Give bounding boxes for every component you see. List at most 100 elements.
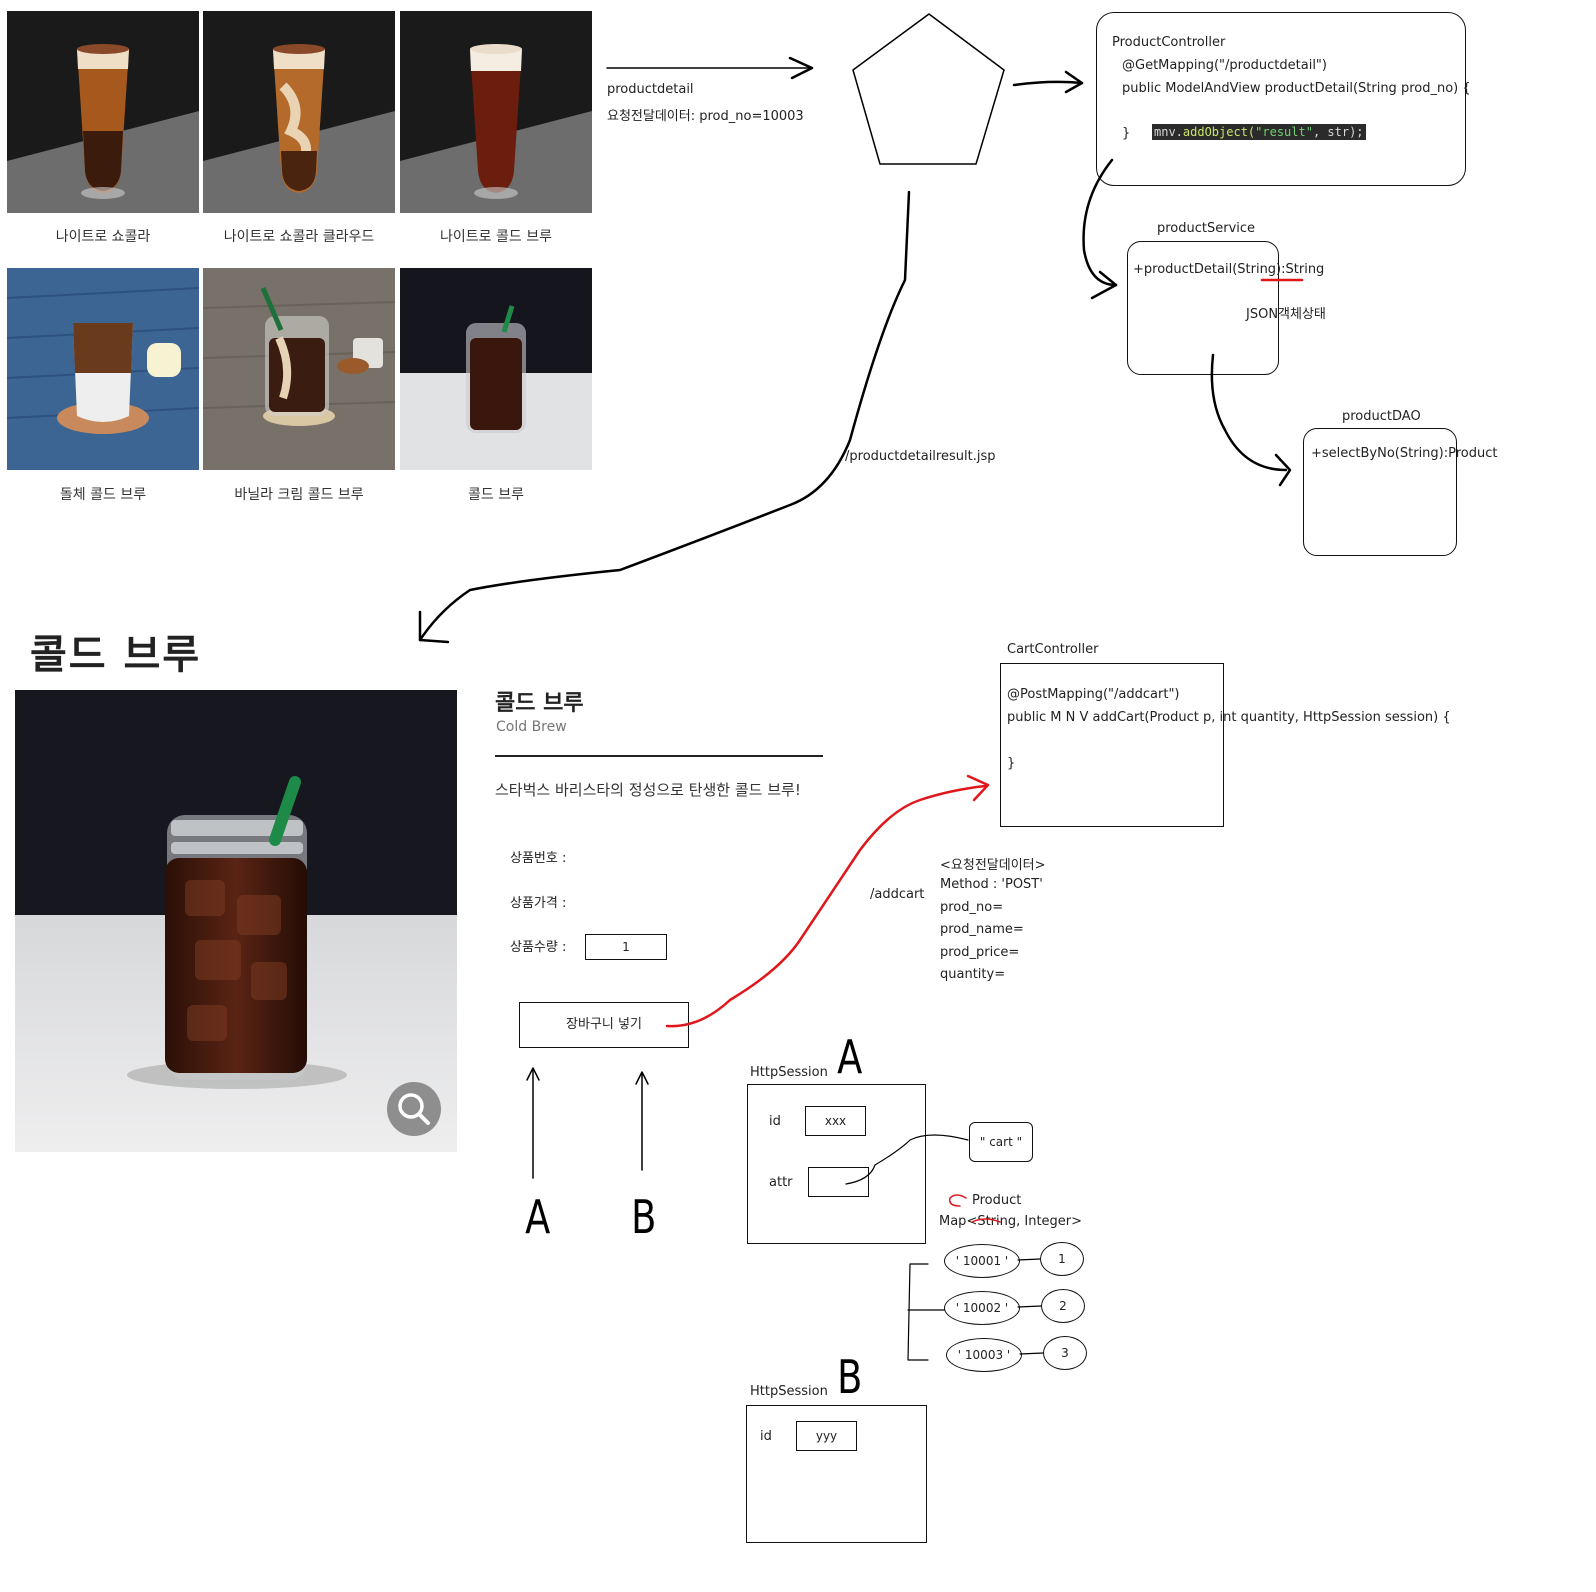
product-name-3[interactable]: 나이트로 콜드 브루 xyxy=(440,229,552,245)
client-a-letter: A xyxy=(525,1190,551,1244)
product-controller-signature: public ModelAndView productDetail(String… xyxy=(1122,81,1471,96)
service-method: +productDetail(String):String xyxy=(1133,262,1325,277)
code-fn: addObject( xyxy=(1182,125,1256,139)
map-type: Map<String, Integer> xyxy=(939,1214,1083,1229)
cart-controller-mapping: @PostMapping("/addcart") xyxy=(1007,687,1180,702)
map-key-3: ' 10003 ' xyxy=(946,1338,1022,1372)
cart-controller-box xyxy=(1000,663,1224,827)
quantity-input[interactable]: 1 xyxy=(585,934,667,960)
product-controller-name: ProductController xyxy=(1112,35,1226,50)
to-dao-arrowhead xyxy=(1274,453,1292,487)
session-a-id-label: id xyxy=(769,1114,781,1129)
add-object-code: mnv.addObject("result", str); xyxy=(1152,124,1366,140)
result-path: /productdetailresult.jsp xyxy=(845,449,996,464)
product-controller-close: } xyxy=(1122,126,1131,141)
product-red-mark xyxy=(948,1194,967,1207)
map-key-1: ' 10001 ' xyxy=(944,1244,1020,1278)
addcart-field-3: prod_price= xyxy=(940,945,1020,960)
dispatcher-pentagon xyxy=(852,13,1005,165)
addcart-method: Method : 'POST' xyxy=(940,877,1043,892)
to-view-arrowhead xyxy=(418,610,450,644)
addcart-path: /addcart xyxy=(870,887,925,902)
cart-controller-close: } xyxy=(1007,756,1016,771)
session-a-title: HttpSession xyxy=(750,1065,828,1080)
nitro-chocolate-cloud-image xyxy=(203,11,395,213)
code-obj: mnv. xyxy=(1154,125,1183,139)
product-name-2[interactable]: 나이트로 쇼콜라 클라우드 xyxy=(223,229,375,245)
to-service-arrowhead xyxy=(1090,270,1118,300)
product-main-image xyxy=(15,690,457,1152)
cold-brew-image xyxy=(400,268,592,470)
nitro-chocolate-image xyxy=(7,11,199,213)
request-arrowhead xyxy=(788,56,814,80)
price-label: 상품가격 : xyxy=(510,896,567,911)
product-controller-mapping: @GetMapping("/productdetail") xyxy=(1122,58,1327,73)
addcart-red-arrow xyxy=(665,784,987,1028)
dolce-cold-brew-image xyxy=(7,268,199,470)
map-value-1: 1 xyxy=(1040,1242,1084,1276)
product-controller-box xyxy=(1096,12,1466,186)
cart-controller-signature: public M N V addCart(Product p, int quan… xyxy=(1007,710,1451,725)
session-a-attr-label: attr xyxy=(769,1175,793,1190)
product-thumb-5[interactable] xyxy=(203,268,395,470)
addcart-field-2: prod_name= xyxy=(940,922,1024,937)
session-a-letter: A xyxy=(837,1030,863,1084)
page-title: 콜드 브루 xyxy=(30,632,202,678)
service-name: productService xyxy=(1157,221,1256,236)
product-description: 스타벅스 바리스타의 정성으로 탄생한 콜드 브루! xyxy=(495,781,801,799)
client-a-arrowhead xyxy=(526,1067,540,1081)
addcart-field-4: quantity= xyxy=(940,967,1006,982)
map-value-2: 2 xyxy=(1041,1289,1085,1323)
session-a-id-value: xxx xyxy=(805,1106,866,1136)
cart-controller-name: CartController xyxy=(1007,642,1099,657)
product-name-4[interactable]: 돌체 콜드 브루 xyxy=(59,487,147,503)
request-params: 요청전달데이터: prod_no=10003 xyxy=(607,109,804,124)
product-thumb-4[interactable] xyxy=(7,268,199,470)
client-b-arrowhead xyxy=(635,1071,649,1085)
title-divider xyxy=(495,755,823,757)
product-name-1[interactable]: 나이트로 쇼콜라 xyxy=(55,229,151,245)
cart-key-box: " cart " xyxy=(969,1122,1033,1162)
map-bracket xyxy=(907,1263,945,1361)
nitro-cold-brew-image xyxy=(400,11,592,213)
product-title: 콜드 브루 xyxy=(495,691,584,716)
zoom-button[interactable] xyxy=(387,1082,441,1136)
session-b-id-value: yyy xyxy=(796,1421,857,1451)
addcart-field-1: prod_no= xyxy=(940,900,1004,915)
product-thumb-1[interactable] xyxy=(7,11,199,213)
service-note: JSON객체상태 xyxy=(1246,307,1326,322)
dao-name: productDAO xyxy=(1342,409,1421,424)
product-name-6[interactable]: 콜드 브루 xyxy=(468,487,524,503)
session-b-title: HttpSession xyxy=(750,1384,828,1399)
session-b-id-label: id xyxy=(760,1429,772,1444)
code-rest: , str); xyxy=(1312,125,1364,139)
dao-box xyxy=(1303,428,1457,556)
product-name-5[interactable]: 바닐라 크림 콜드 브루 xyxy=(234,487,364,503)
qty-label: 상품수량 : xyxy=(510,940,567,955)
product-note: Product xyxy=(972,1193,1022,1208)
product-thumb-6[interactable] xyxy=(400,268,592,470)
to-controller-arrowhead xyxy=(1064,70,1084,94)
session-b-letter: B xyxy=(837,1350,863,1404)
to-controller-arrow xyxy=(1012,80,1084,87)
code-str: "result" xyxy=(1255,125,1313,139)
map-value-3: 3 xyxy=(1043,1336,1087,1370)
map-key-2: ' 10002 ' xyxy=(944,1291,1020,1325)
add-to-cart-button[interactable]: 장바구니 넣기 xyxy=(519,1002,689,1048)
session-a-attr-box xyxy=(808,1167,869,1197)
product-thumb-3[interactable] xyxy=(400,11,592,213)
prod-no-label: 상품번호 : xyxy=(510,851,567,866)
session-b-box xyxy=(746,1405,927,1543)
search-icon xyxy=(398,1093,430,1125)
dao-method: +selectByNo(String):Product xyxy=(1311,446,1498,461)
client-b-letter: B xyxy=(631,1190,657,1244)
cold-brew-large-image xyxy=(15,690,457,1152)
product-thumb-2[interactable] xyxy=(203,11,395,213)
addcart-header: <요청전달데이터> xyxy=(940,858,1046,873)
map-entry-links xyxy=(1017,1258,1044,1355)
addcart-red-arrowhead xyxy=(966,774,990,802)
vanilla-cream-cold-brew-image xyxy=(203,268,395,470)
service-box xyxy=(1127,241,1279,375)
product-subtitle: Cold Brew xyxy=(496,719,567,735)
request-path: productdetail xyxy=(607,82,694,97)
